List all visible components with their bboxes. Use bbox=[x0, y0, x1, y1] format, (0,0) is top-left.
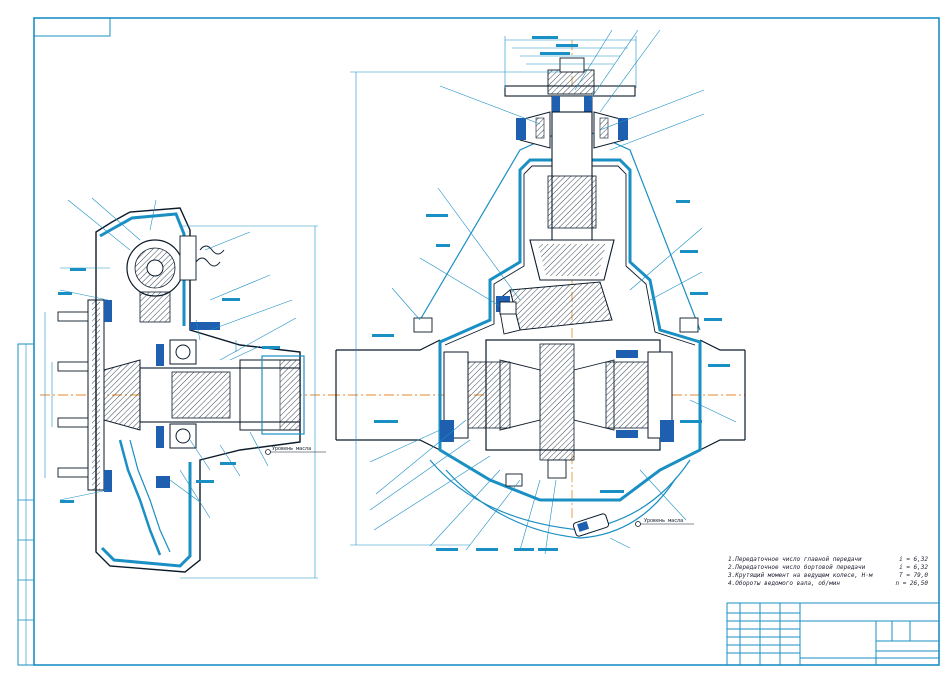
pinion-shaft bbox=[529, 111, 615, 281]
driven-seal bbox=[156, 476, 170, 488]
final-drive-view bbox=[40, 197, 330, 579]
flange-seal-upper bbox=[104, 300, 112, 322]
pinion-bearings bbox=[516, 111, 628, 149]
cover-seal bbox=[190, 322, 220, 330]
dimension-ticks bbox=[58, 36, 730, 551]
crown-gear bbox=[496, 281, 613, 335]
differential-case bbox=[440, 339, 674, 479]
housing-bolts bbox=[413, 301, 699, 487]
dimension-lines-left bbox=[44, 225, 318, 579]
hub-flange bbox=[57, 299, 141, 491]
oil-level-label-left: Уровень масла bbox=[272, 446, 311, 452]
seal-upper bbox=[156, 344, 164, 366]
drain-plug bbox=[572, 513, 610, 537]
title-block bbox=[726, 602, 940, 666]
sheet-frame bbox=[17, 17, 940, 666]
oil-level-label-right: Уровень масла bbox=[644, 518, 683, 524]
seal-lower bbox=[156, 426, 164, 448]
input-flange bbox=[504, 57, 636, 113]
note-3: 3.Крутящий момент на ведущем колесе, Н·м… bbox=[728, 572, 928, 579]
diff-housing bbox=[438, 158, 702, 502]
drive-gear bbox=[126, 235, 225, 323]
leader-lines-left bbox=[67, 197, 297, 519]
main-gear-view bbox=[58, 29, 746, 555]
leader-lines-right bbox=[369, 29, 737, 555]
flange-seal-lower bbox=[104, 470, 112, 492]
axle-shaft bbox=[139, 355, 305, 435]
dimension-lines-right bbox=[350, 36, 637, 546]
hub-bearing bbox=[169, 339, 197, 449]
